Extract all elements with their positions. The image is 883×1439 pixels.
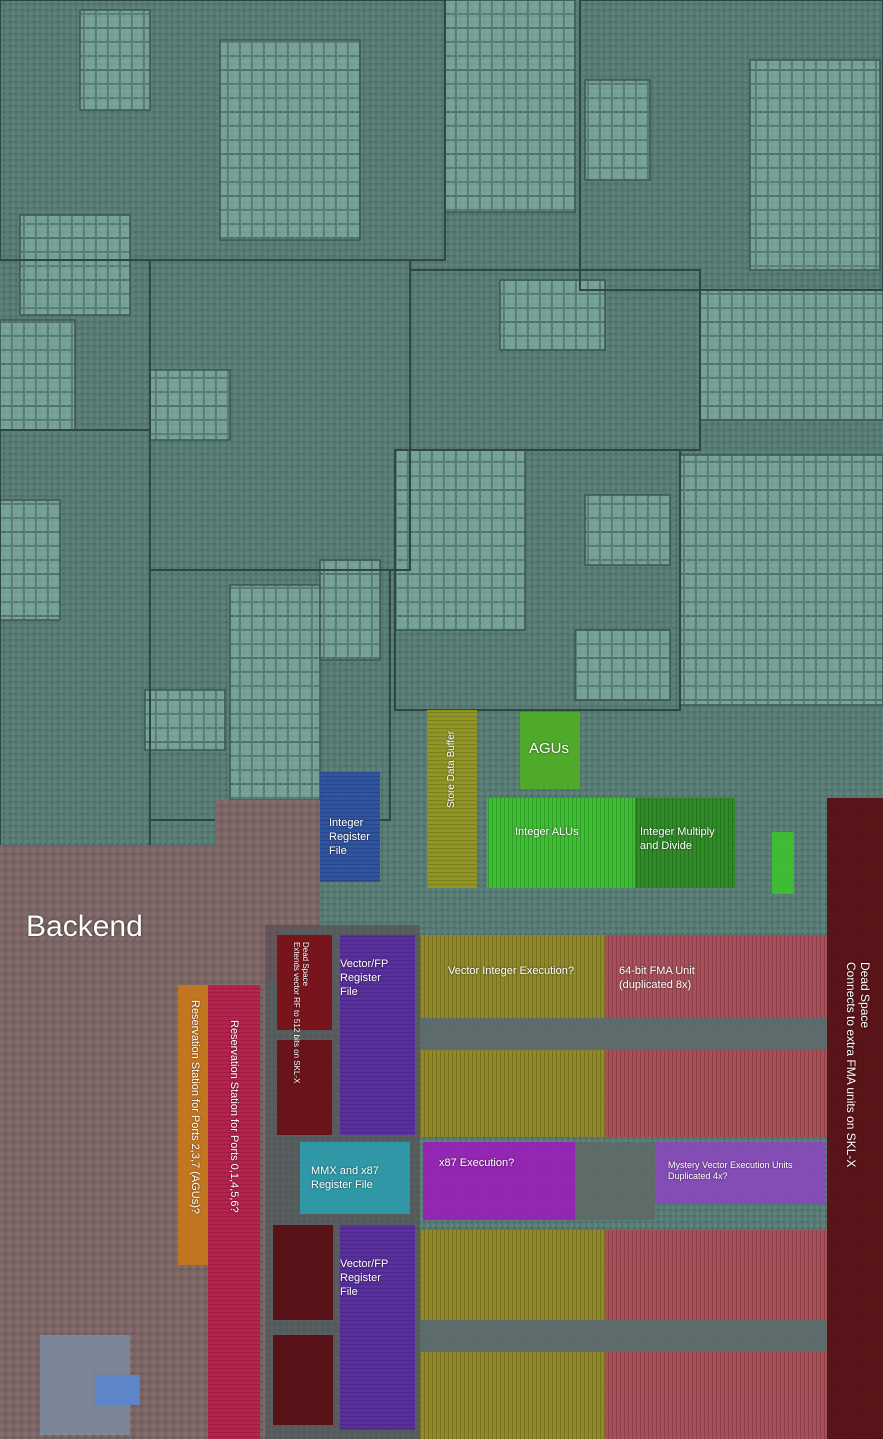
- mystery-vector-block: [655, 1142, 825, 1204]
- mmx-x87-register-file-block: [300, 1142, 410, 1214]
- integer-register-file-label: Integer Register File: [329, 817, 370, 857]
- store-data-buffer-label: Store Data Buffer: [446, 730, 457, 808]
- integer-alus-label: Integer ALUs: [515, 826, 579, 838]
- agus-block: [520, 712, 580, 789]
- integer-multiply-divide-label: Integer Multiply and Divide: [640, 826, 715, 852]
- vector-integer-execution-label: Vector Integer Execution?: [448, 965, 574, 977]
- mystery-vector-label: Mystery Vector Execution Units Duplicate…: [668, 1160, 793, 1182]
- dead-space-large-label: Dead Space Connects to extra FMA units o…: [844, 962, 872, 1168]
- reservation-237-label: Reservation Station for Ports 2,3,7 (AGU…: [189, 1000, 201, 1214]
- fma-unit-label: 64-bit FMA Unit (duplicated 8x): [619, 965, 695, 991]
- backend-title: Backend: [26, 910, 143, 943]
- frontend-blocks: [0, 0, 883, 801]
- vector-fp-register-file-bottom-label: Vector/FP Register File: [340, 1258, 389, 1298]
- mmx-x87-register-file-label: MMX and x87 Register File: [311, 1165, 379, 1191]
- agus-label: AGUs: [529, 740, 570, 757]
- x87-execution-label: x87 Execution?: [439, 1157, 515, 1169]
- x87-execution-block: [423, 1142, 575, 1220]
- dead-space-large-block: [827, 798, 883, 1439]
- reservation-237-block: [178, 985, 208, 1265]
- reservation-0156-label: Reservation Station for Ports 0,1,4,5,6?: [228, 1020, 240, 1213]
- dead-space-small-label: Dead Space Extends vector RF to 512 bits…: [292, 942, 310, 1084]
- vector-fp-register-file-top-label: Vector/FP Register File: [340, 958, 389, 998]
- dead-space-small-block: [277, 935, 332, 1030]
